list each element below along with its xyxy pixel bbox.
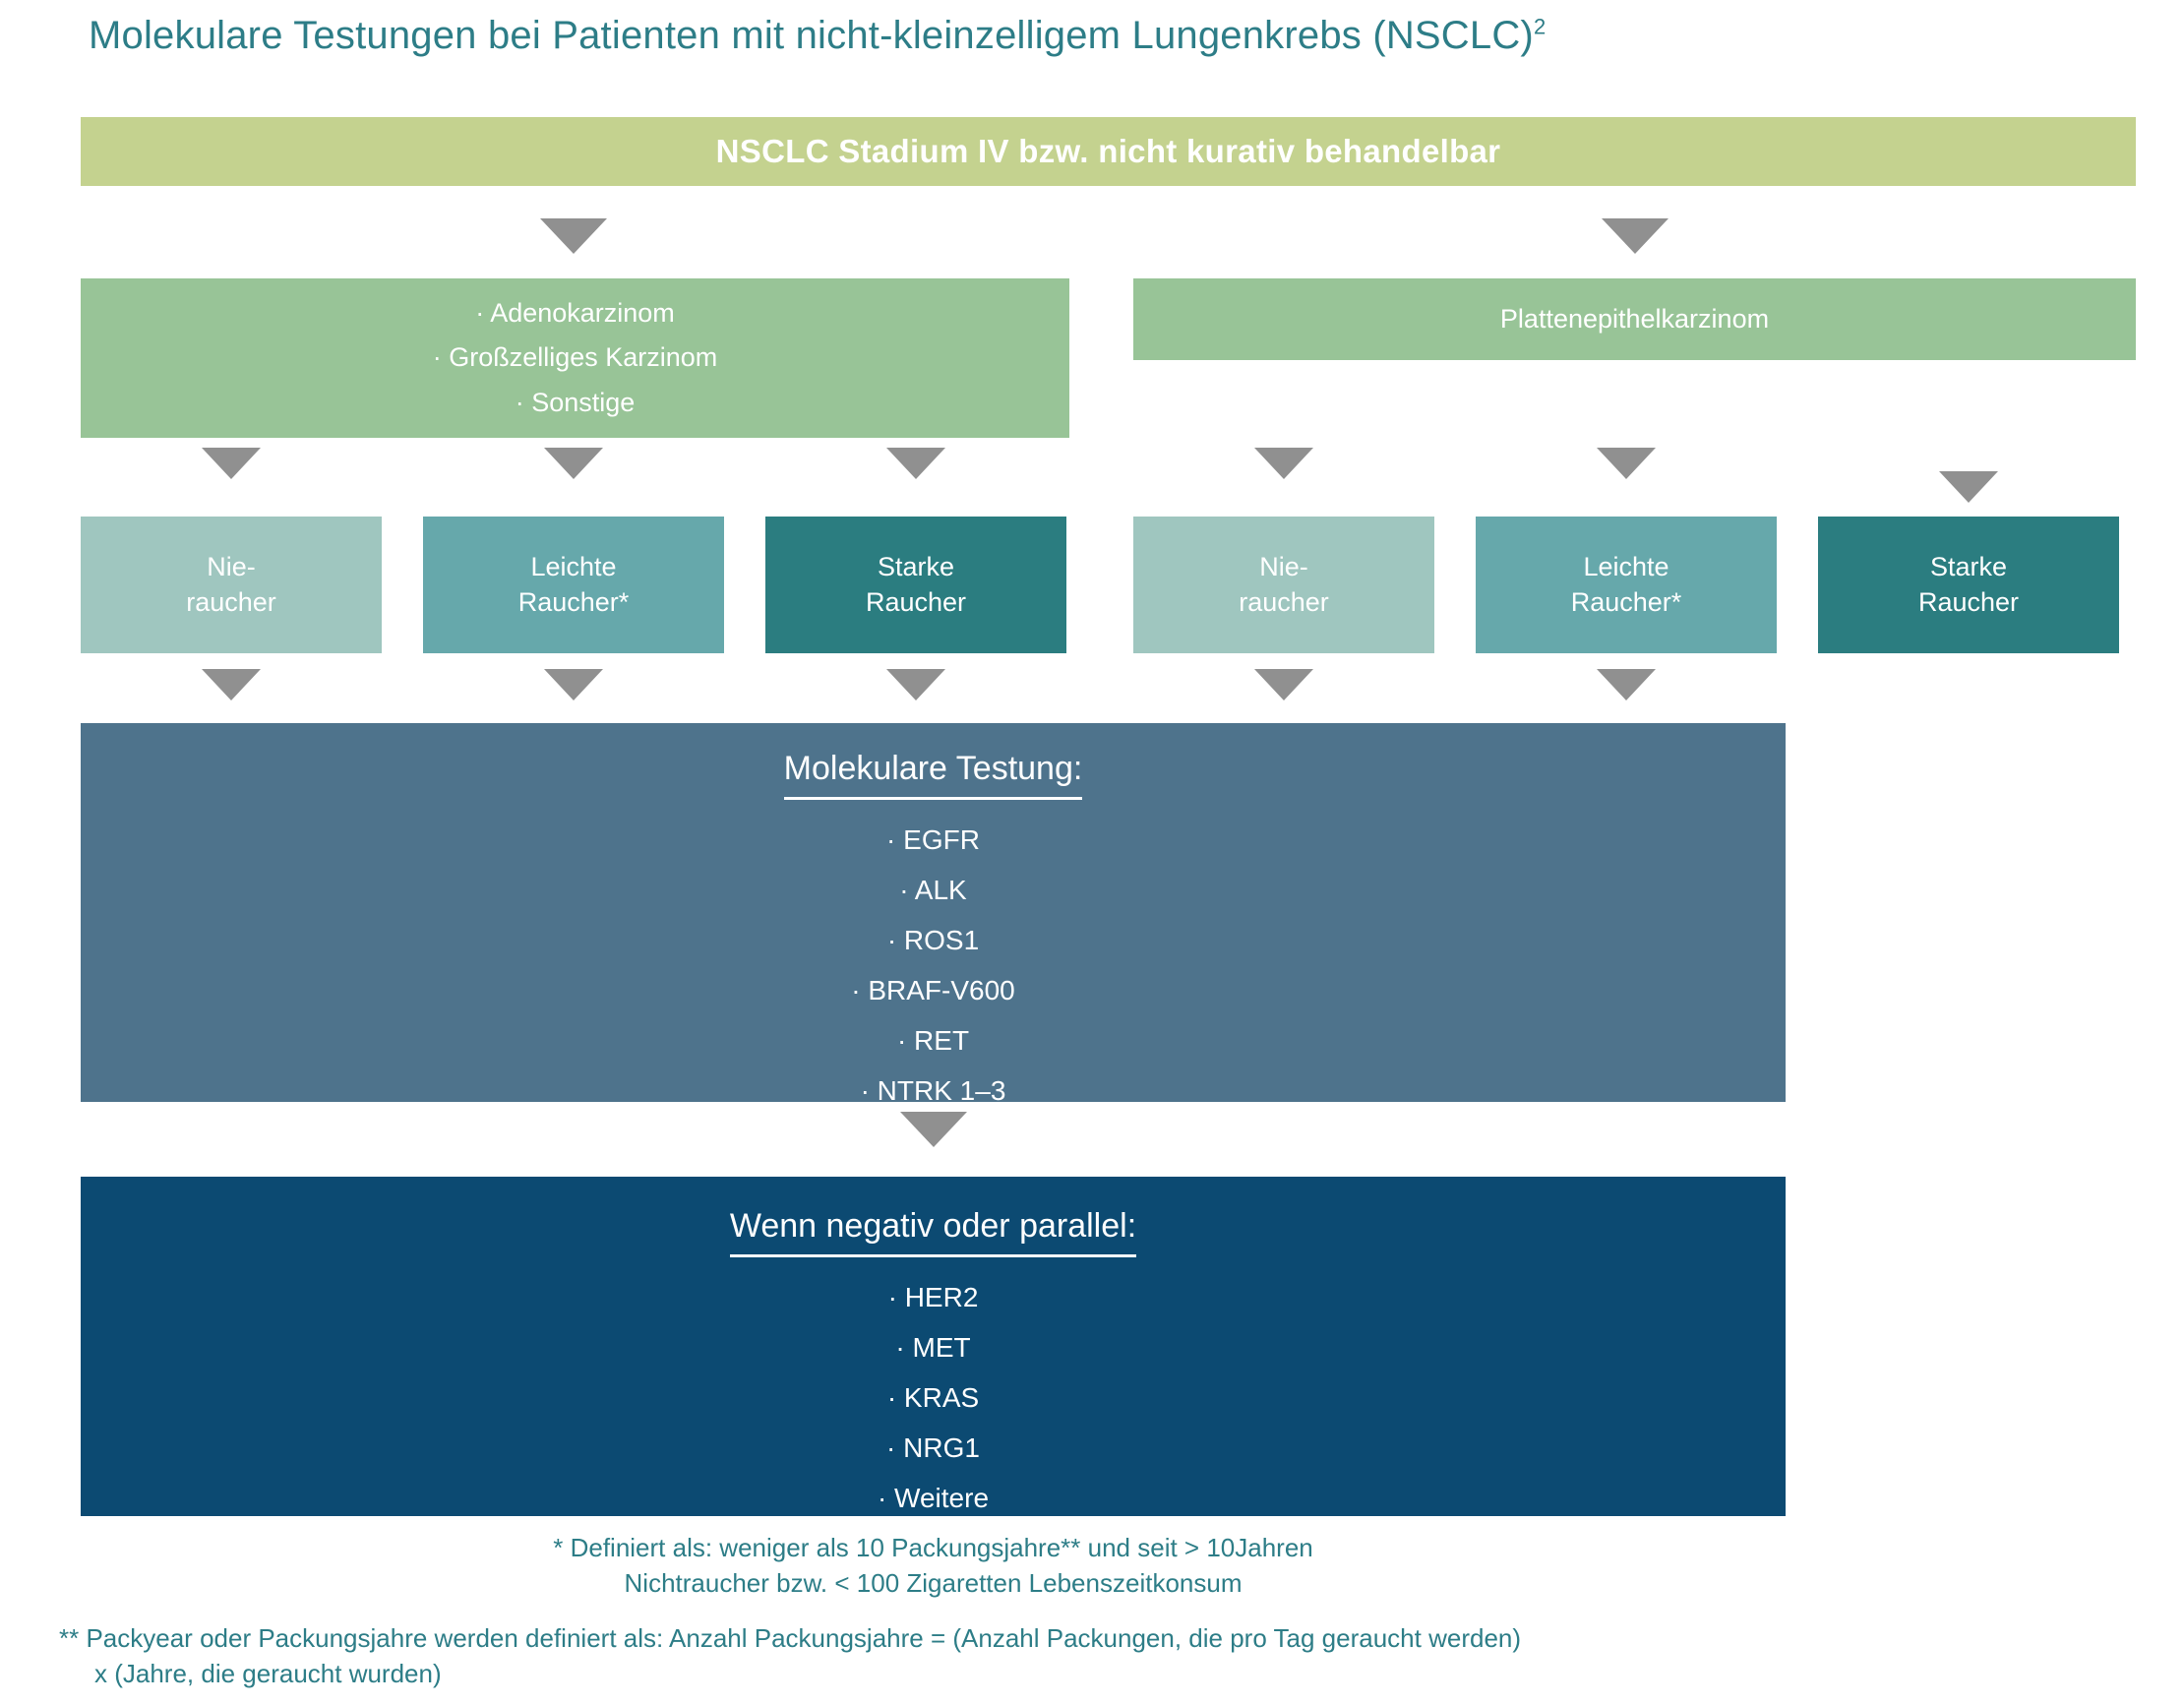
arrow-down-icon-adeno-heavy xyxy=(886,448,945,479)
tier2-adenocarcinoma-box: · Adenokarzinom · Großzelliges Karzinom … xyxy=(81,278,1069,438)
smoker-label-line1: Leichte xyxy=(1583,551,1669,581)
footnote-1-line-2: Nichtraucher bzw. < 100 Zigaretten Leben… xyxy=(624,1567,1243,1598)
testing-item-braf: · BRAF-V600 xyxy=(851,974,1015,1005)
tier2-left-item-2: · Sonstige xyxy=(515,387,636,417)
arrow-down-icon-adeno-light xyxy=(544,448,603,479)
smoker-label-line2: Raucher xyxy=(865,586,967,617)
smoker-box-adeno-never: Nie- raucher xyxy=(81,517,382,653)
smoker-label-line1: Starke xyxy=(1929,551,2008,581)
arrow-down-icon-sq-light-to-testing xyxy=(1597,669,1656,700)
negative-item-weitere: · Weitere xyxy=(877,1482,990,1513)
arrow-down-icon-light-to-testing xyxy=(544,669,603,700)
arrow-down-icon-to-adeno xyxy=(540,218,607,254)
negative-parallel-heading: Wenn negativ oder parallel: xyxy=(729,1204,1137,1257)
footnote-double-asterisk: ** Packyear oder Packungsjahre werden de… xyxy=(59,1621,2145,1692)
arrow-down-icon-heavy-to-testing xyxy=(886,669,945,700)
smoker-box-adeno-heavy: Starke Raucher xyxy=(765,517,1066,653)
testing-item-alk: · ALK xyxy=(899,874,967,905)
smoker-label-line1: Leichte xyxy=(530,551,617,581)
arrow-down-icon-testing-to-negative xyxy=(900,1112,967,1147)
testing-item-ros1: · ROS1 xyxy=(886,924,980,955)
smoker-box-squamous-light: Leichte Raucher* xyxy=(1476,517,1777,653)
tier2-squamous-box: Plattenepithelkarzinom xyxy=(1133,278,2136,360)
smoker-label-line2: Raucher xyxy=(1917,586,2020,617)
tier2-left-item-0: · Adenokarzinom xyxy=(475,297,675,328)
footnote-single-asterisk: * Definiert als: weniger als 10 Packungs… xyxy=(81,1531,1786,1602)
tier2-right-label: Plattenepithelkarzinom xyxy=(1499,303,1770,334)
arrow-down-icon-adeno-never xyxy=(202,448,261,479)
negative-item-met: · MET xyxy=(895,1331,971,1363)
testing-item-egfr: · EGFR xyxy=(886,823,980,855)
tier1-nsclc-stage-box: NSCLC Stadium IV bzw. nicht kurativ beha… xyxy=(81,117,2136,186)
smoker-label-line1: Nie- xyxy=(1259,551,1308,581)
smoker-label-line2: raucher xyxy=(186,586,276,617)
negative-item-nrg1: · NRG1 xyxy=(886,1431,980,1463)
negative-item-kras: · KRAS xyxy=(886,1381,980,1413)
tier2-left-item-1: · Großzelliges Karzinom xyxy=(432,342,718,373)
page-title-text: Molekulare Testungen bei Patienten mit n… xyxy=(89,14,1534,57)
arrow-down-icon-squamous-light xyxy=(1597,448,1656,479)
smoker-box-squamous-never: Nie- raucher xyxy=(1133,517,1434,653)
arrow-down-icon-to-squamous xyxy=(1602,218,1668,254)
molecular-testing-heading: Molekulare Testung: xyxy=(783,747,1083,800)
smoker-label-line1: Nie- xyxy=(207,551,256,581)
smoker-label-line2: raucher xyxy=(1239,586,1329,617)
page-title: Molekulare Testungen bei Patienten mit n… xyxy=(89,14,1546,58)
testing-item-ret: · RET xyxy=(896,1024,970,1056)
arrow-down-icon-squamous-heavy xyxy=(1939,471,1998,503)
smoker-label-line2: Raucher* xyxy=(517,586,630,617)
arrow-down-icon-squamous-never xyxy=(1254,448,1313,479)
arrow-down-icon-never-to-testing xyxy=(202,669,261,700)
smoker-label-line1: Starke xyxy=(877,551,955,581)
footnote-1-line-1: * Definiert als: weniger als 10 Packungs… xyxy=(553,1533,1313,1562)
page-title-superscript: 2 xyxy=(1533,14,1547,39)
smoker-box-squamous-heavy: Starke Raucher xyxy=(1818,517,2119,653)
footnote-2-line-1: ** Packyear oder Packungsjahre werden de… xyxy=(59,1623,1522,1653)
smoker-box-adeno-light: Leichte Raucher* xyxy=(423,517,724,653)
molecular-testing-box: Molekulare Testung: · EGFR · ALK · ROS1 … xyxy=(81,723,1786,1106)
footnote-2-line-2: x (Jahre, die geraucht wurden) xyxy=(94,1658,442,1688)
tier1-label: NSCLC Stadium IV bzw. nicht kurativ beha… xyxy=(715,133,1501,170)
negative-item-her2: · HER2 xyxy=(887,1281,979,1312)
smoker-label-line2: Raucher* xyxy=(1570,586,1682,617)
arrow-down-icon-sq-never-to-testing xyxy=(1254,669,1313,700)
negative-parallel-box: Wenn negativ oder parallel: · HER2 · MET… xyxy=(81,1177,1786,1516)
testing-item-ntrk: · NTRK 1–3 xyxy=(860,1074,1006,1106)
